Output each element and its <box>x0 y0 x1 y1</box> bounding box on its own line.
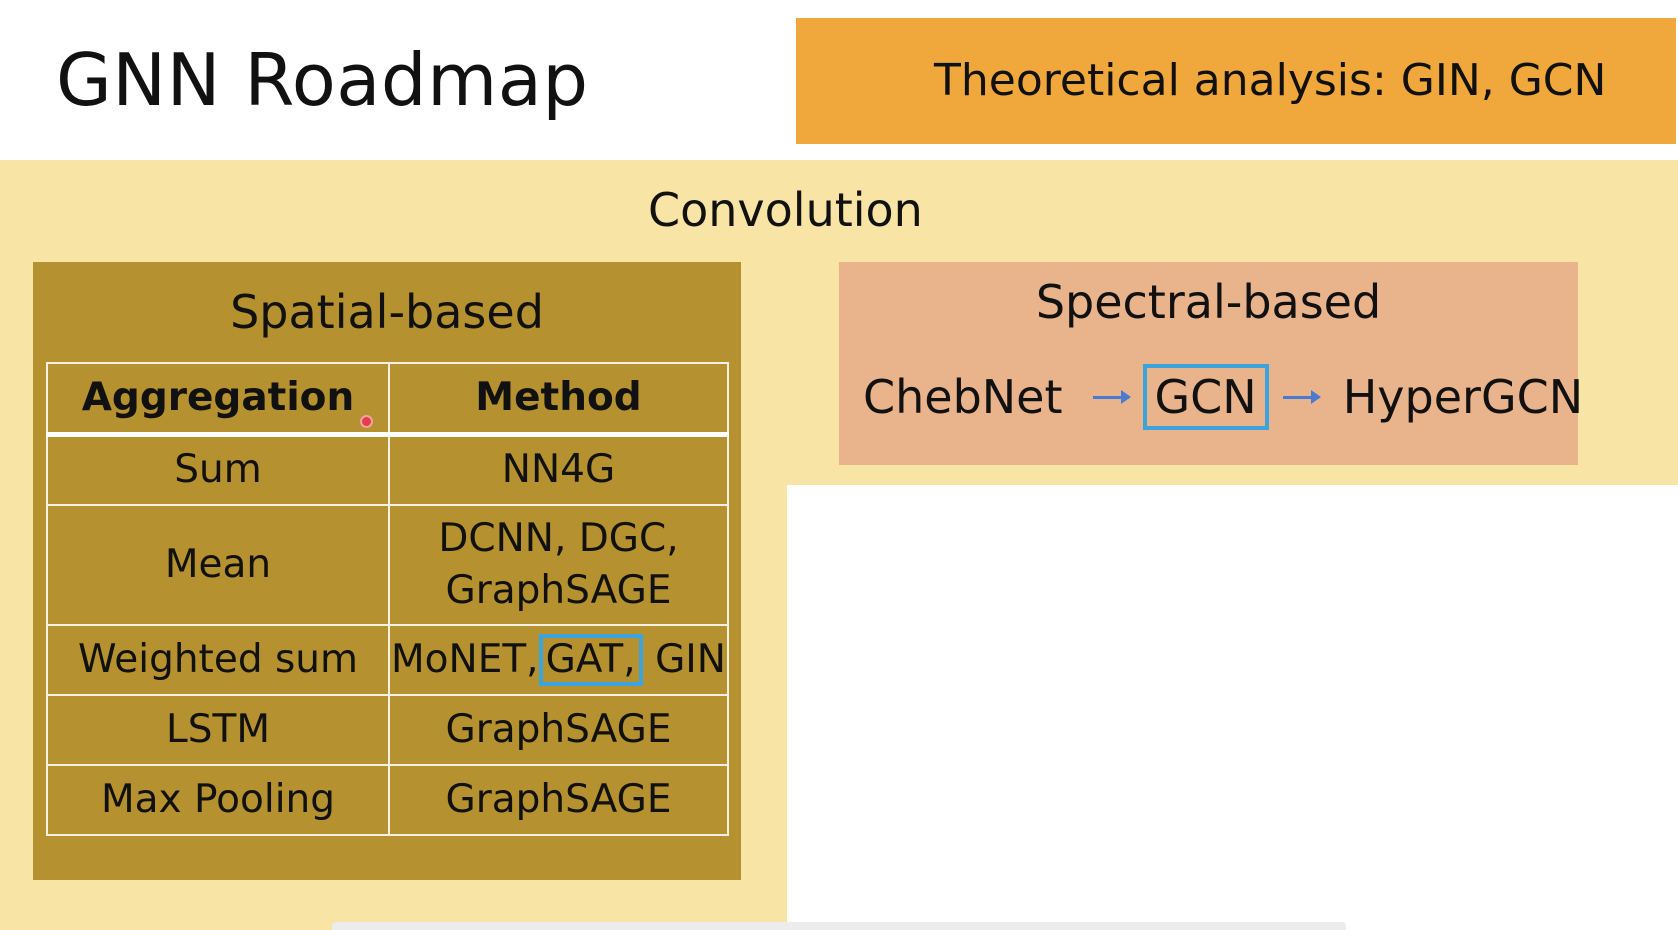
video-progress-bar[interactable] <box>332 922 1346 930</box>
hypergcn-label: HyperGCN <box>1342 370 1584 424</box>
method-cell: DCNN, DGC, GraphSAGE <box>388 503 729 626</box>
header-aggregation: Aggregation <box>46 362 390 437</box>
aggregation-cell: Max Pooling <box>46 763 390 836</box>
pointer-dot <box>360 415 373 428</box>
method-cell: GraphSAGE <box>388 693 729 766</box>
method-cell: NN4G <box>388 433 729 506</box>
table-row: LSTM GraphSAGE <box>46 693 729 766</box>
table-row: Sum NN4G <box>46 433 729 506</box>
method-text: GIN <box>655 636 726 682</box>
aggregation-table: Aggregation Method Sum NN4G Mean DCNN, D… <box>46 362 729 836</box>
spectral-chain: ChebNet GCN HyperGCN <box>863 362 1583 432</box>
method-cell: GraphSAGE <box>388 763 729 836</box>
aggregation-cell: Mean <box>46 503 390 626</box>
spectral-title: Spectral-based <box>1035 275 1382 329</box>
arrow-right-icon <box>1282 389 1321 404</box>
aggregation-cell: Weighted sum <box>46 623 390 696</box>
method-line: GraphSAGE <box>445 567 672 613</box>
method-text: MoNET, <box>391 636 539 682</box>
chebnet-label: ChebNet <box>863 370 1063 424</box>
aggregation-cell: LSTM <box>46 693 390 766</box>
gcn-highlight: GCN <box>1142 364 1269 430</box>
arrow-right-icon <box>1092 389 1131 404</box>
theory-banner: Theoretical analysis: GIN, GCN <box>796 18 1676 144</box>
gat-highlight: GAT, <box>538 633 643 686</box>
header-method: Method <box>388 362 729 437</box>
theory-banner-text: Theoretical analysis: GIN, GCN <box>934 55 1607 106</box>
method-cell: MoNET,GAT, GIN <box>388 623 729 696</box>
spatial-panel: Spatial-based Aggregation Method Sum NN4… <box>33 262 741 880</box>
table-row: Weighted sum MoNET,GAT, GIN <box>46 623 729 696</box>
table-row: Max Pooling GraphSAGE <box>46 763 729 836</box>
aggregation-cell: Sum <box>46 433 390 506</box>
table-header-row: Aggregation Method <box>46 362 729 437</box>
spatial-title: Spatial-based <box>230 285 544 339</box>
convolution-label: Convolution <box>648 183 923 237</box>
slide-title: GNN Roadmap <box>56 38 589 122</box>
spectral-panel: Spectral-based ChebNet GCN HyperGCN <box>839 262 1583 465</box>
method-line: DCNN, DGC, <box>438 515 679 561</box>
table-row: Mean DCNN, DGC, GraphSAGE <box>46 503 729 626</box>
